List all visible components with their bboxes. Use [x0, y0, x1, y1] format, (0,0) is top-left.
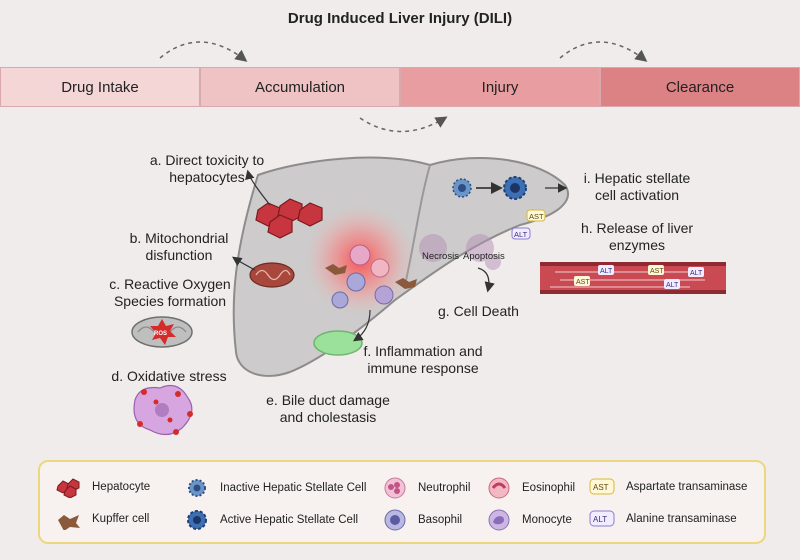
inactive-stellate-cell: [452, 178, 472, 198]
stage-bar: Drug Intake Accumulation Injury Clearanc…: [0, 67, 800, 107]
ast-icon-text: AST: [593, 483, 609, 492]
necrosis-label: Necrosis: [422, 251, 459, 262]
legend-label: Neutrophil: [418, 482, 471, 494]
label-bile-duct-damage: e. Bile duct damage and cholestasis: [266, 392, 390, 425]
ros-label: ROS: [154, 331, 167, 337]
legend-label: Monocyte: [522, 514, 572, 526]
immune-cells: [325, 244, 417, 309]
hepatocyte-icon: [56, 478, 80, 498]
vessel-alt-2: ALT: [690, 270, 703, 277]
legend-label: Alanine transaminase: [626, 513, 737, 525]
label-stellate-activation: i. Hepatic stellate cell activation: [583, 170, 691, 203]
stage-drug-intake: Drug Intake: [0, 67, 200, 107]
gallbladder: [313, 330, 363, 356]
stage-accumulation: Accumulation: [200, 67, 400, 107]
dying-cells: [419, 234, 501, 270]
basophil-icon: [384, 509, 406, 531]
legend-label: Aspartate transaminase: [626, 481, 748, 493]
apoptosis-label: Apoptosis: [463, 251, 505, 262]
diagram-title: Drug Induced Liver Injury (DILI): [287, 10, 513, 27]
label-direct-toxicity: a. Direct toxicity to hepatocytes: [149, 152, 265, 185]
legend-item-monocyte: Monocyte: [484, 508, 572, 532]
legend-item-hepatocyte: Hepatocyte: [54, 476, 150, 498]
legend-item-neutrophil: Neutrophil: [380, 476, 470, 500]
stage-label: Injury: [481, 78, 519, 96]
alt-tag: ALT: [514, 230, 528, 239]
label-release-enzymes: h. Release of liver enzymes: [580, 220, 694, 253]
ros-mitochondrion: ROS: [131, 316, 193, 348]
legend-item-kupffer: Kupffer cell: [54, 508, 149, 530]
legend-label: Inactive Hepatic Stellate Cell: [220, 482, 367, 494]
vessel-alt-3: ALT: [666, 282, 679, 289]
active-stellate-cell-icon: [187, 510, 207, 530]
legend-label: Basophil: [418, 514, 463, 526]
stage-clearance: Clearance: [600, 67, 800, 107]
label-ros-formation: c. Reactive Oxygen Species formation: [109, 276, 231, 309]
blood-vessel: ALT AST ALT AST ALT: [540, 262, 726, 294]
alt-icon-text: ALT: [593, 515, 607, 524]
kupffer-cell-icon: [58, 515, 80, 530]
vessel-ast-1: AST: [650, 268, 664, 275]
eosinophil-icon: [488, 477, 510, 499]
oxidative-stress-cell: [133, 385, 193, 436]
label-mitochondrial-disfunction: b. Mitochondrial disfunction: [129, 230, 229, 263]
label-oxidative-stress: d. Oxidative stress: [111, 368, 227, 384]
legend-item-eosinophil: Eosinophil: [484, 476, 575, 500]
liver-illustration: Necrosis Apoptosis AST ALT ALT AST ALT A…: [131, 156, 726, 436]
legend-label: Eosinophil: [522, 482, 576, 494]
legend-label: Kupffer cell: [92, 513, 150, 525]
vessel-alt-1: ALT: [600, 268, 613, 275]
vessel-ast-2: AST: [576, 279, 590, 286]
ast-tag: AST: [529, 212, 544, 221]
legend-item-active-stellate: Active Hepatic Stellate Cell: [182, 508, 358, 532]
legend-item-inactive-stellate: Inactive Hepatic Stellate Cell: [182, 476, 366, 500]
legend-item-alt: ALT Alanine transaminase: [588, 508, 737, 530]
ast-icon: AST: [589, 478, 615, 495]
stage-injury: Injury: [400, 67, 600, 107]
legend-label: Active Hepatic Stellate Cell: [220, 514, 359, 526]
hepatocyte-cluster: [255, 198, 323, 239]
stage-label: Accumulation: [254, 78, 346, 96]
legend-item-ast: AST Aspartate transaminase: [588, 476, 747, 498]
mitochondrion-liver: [249, 262, 295, 288]
legend-label: Hepatocyte: [92, 481, 151, 493]
inactive-stellate-cell-icon: [188, 479, 206, 497]
stage-label: Clearance: [665, 78, 735, 96]
legend-item-basophil: Basophil: [380, 508, 462, 532]
active-stellate-cell: [503, 176, 527, 200]
stage-label: Drug Intake: [61, 78, 139, 96]
label-inflammation: f. Inflammation and immune response: [363, 343, 483, 376]
label-cell-death: g. Cell Death: [438, 303, 519, 319]
legend: Hepatocyte Kupffer cell Inactive Hepatic…: [38, 460, 766, 544]
neutrophil-icon: [384, 477, 406, 499]
alt-icon: ALT: [589, 510, 615, 527]
monocyte-icon: [488, 509, 510, 531]
